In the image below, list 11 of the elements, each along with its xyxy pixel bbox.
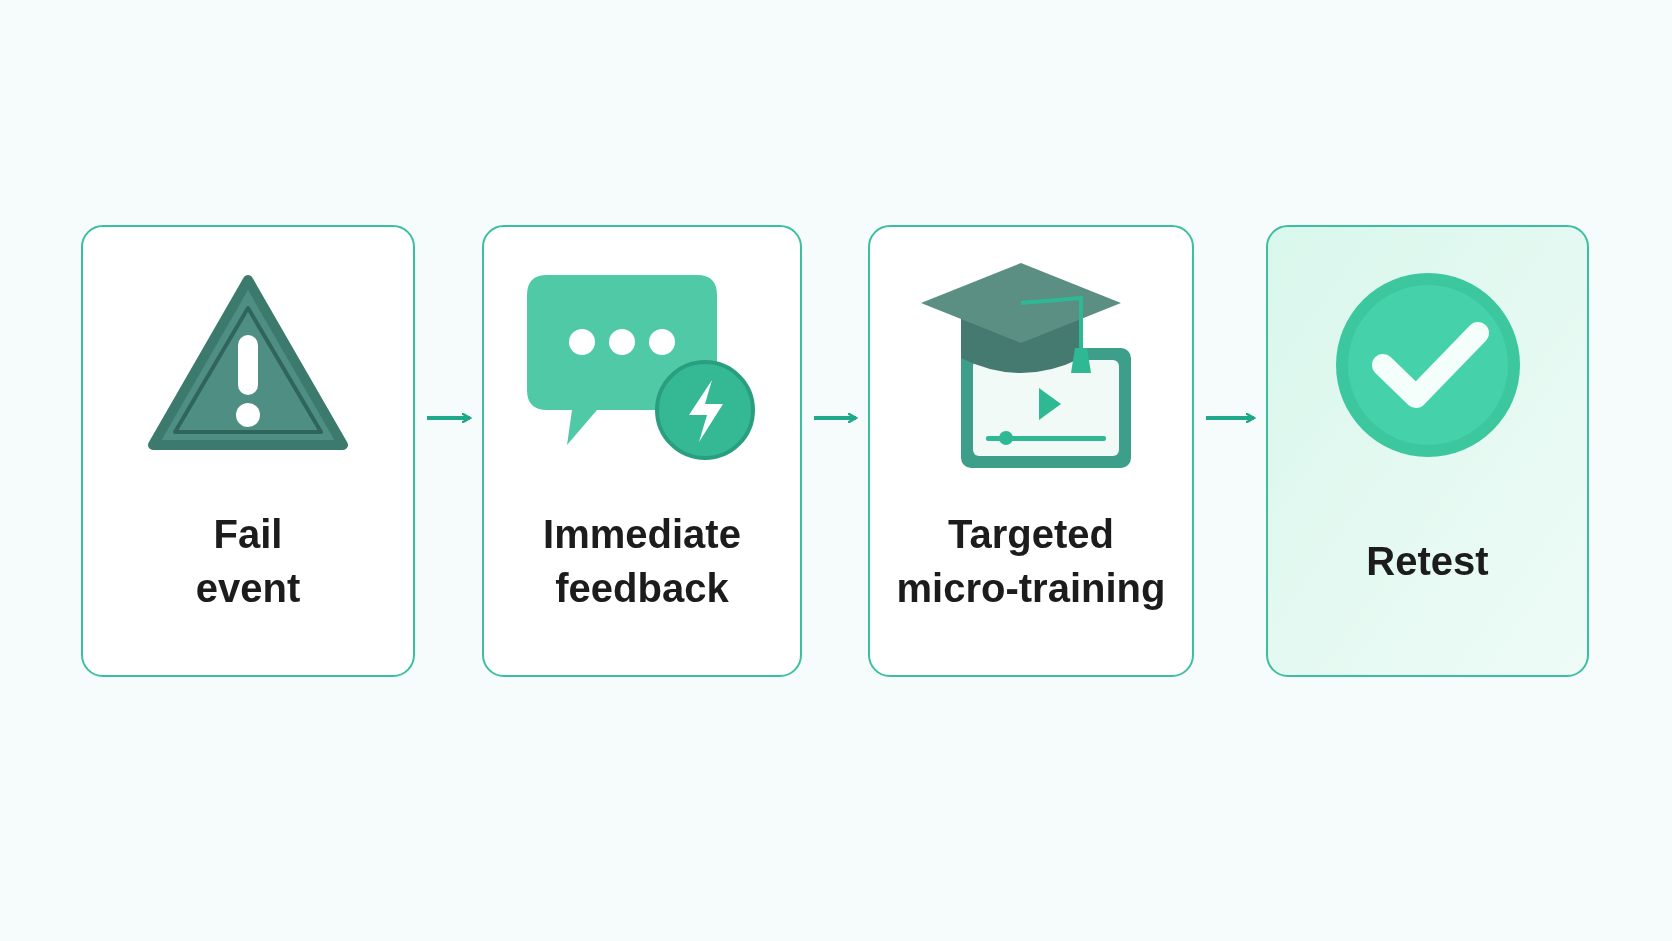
step-card [868,225,1194,677]
step-card [482,225,802,677]
step-card [81,225,415,677]
arrow [427,412,472,424]
step-label: Immediate feedback [542,511,742,612]
step-label: Retest [1366,538,1489,585]
step-card [1266,225,1589,677]
step-label: Targeted micro-training [895,511,1167,612]
arrow [1206,412,1256,424]
arrow [814,412,858,424]
step-label: Fail event [194,511,302,612]
